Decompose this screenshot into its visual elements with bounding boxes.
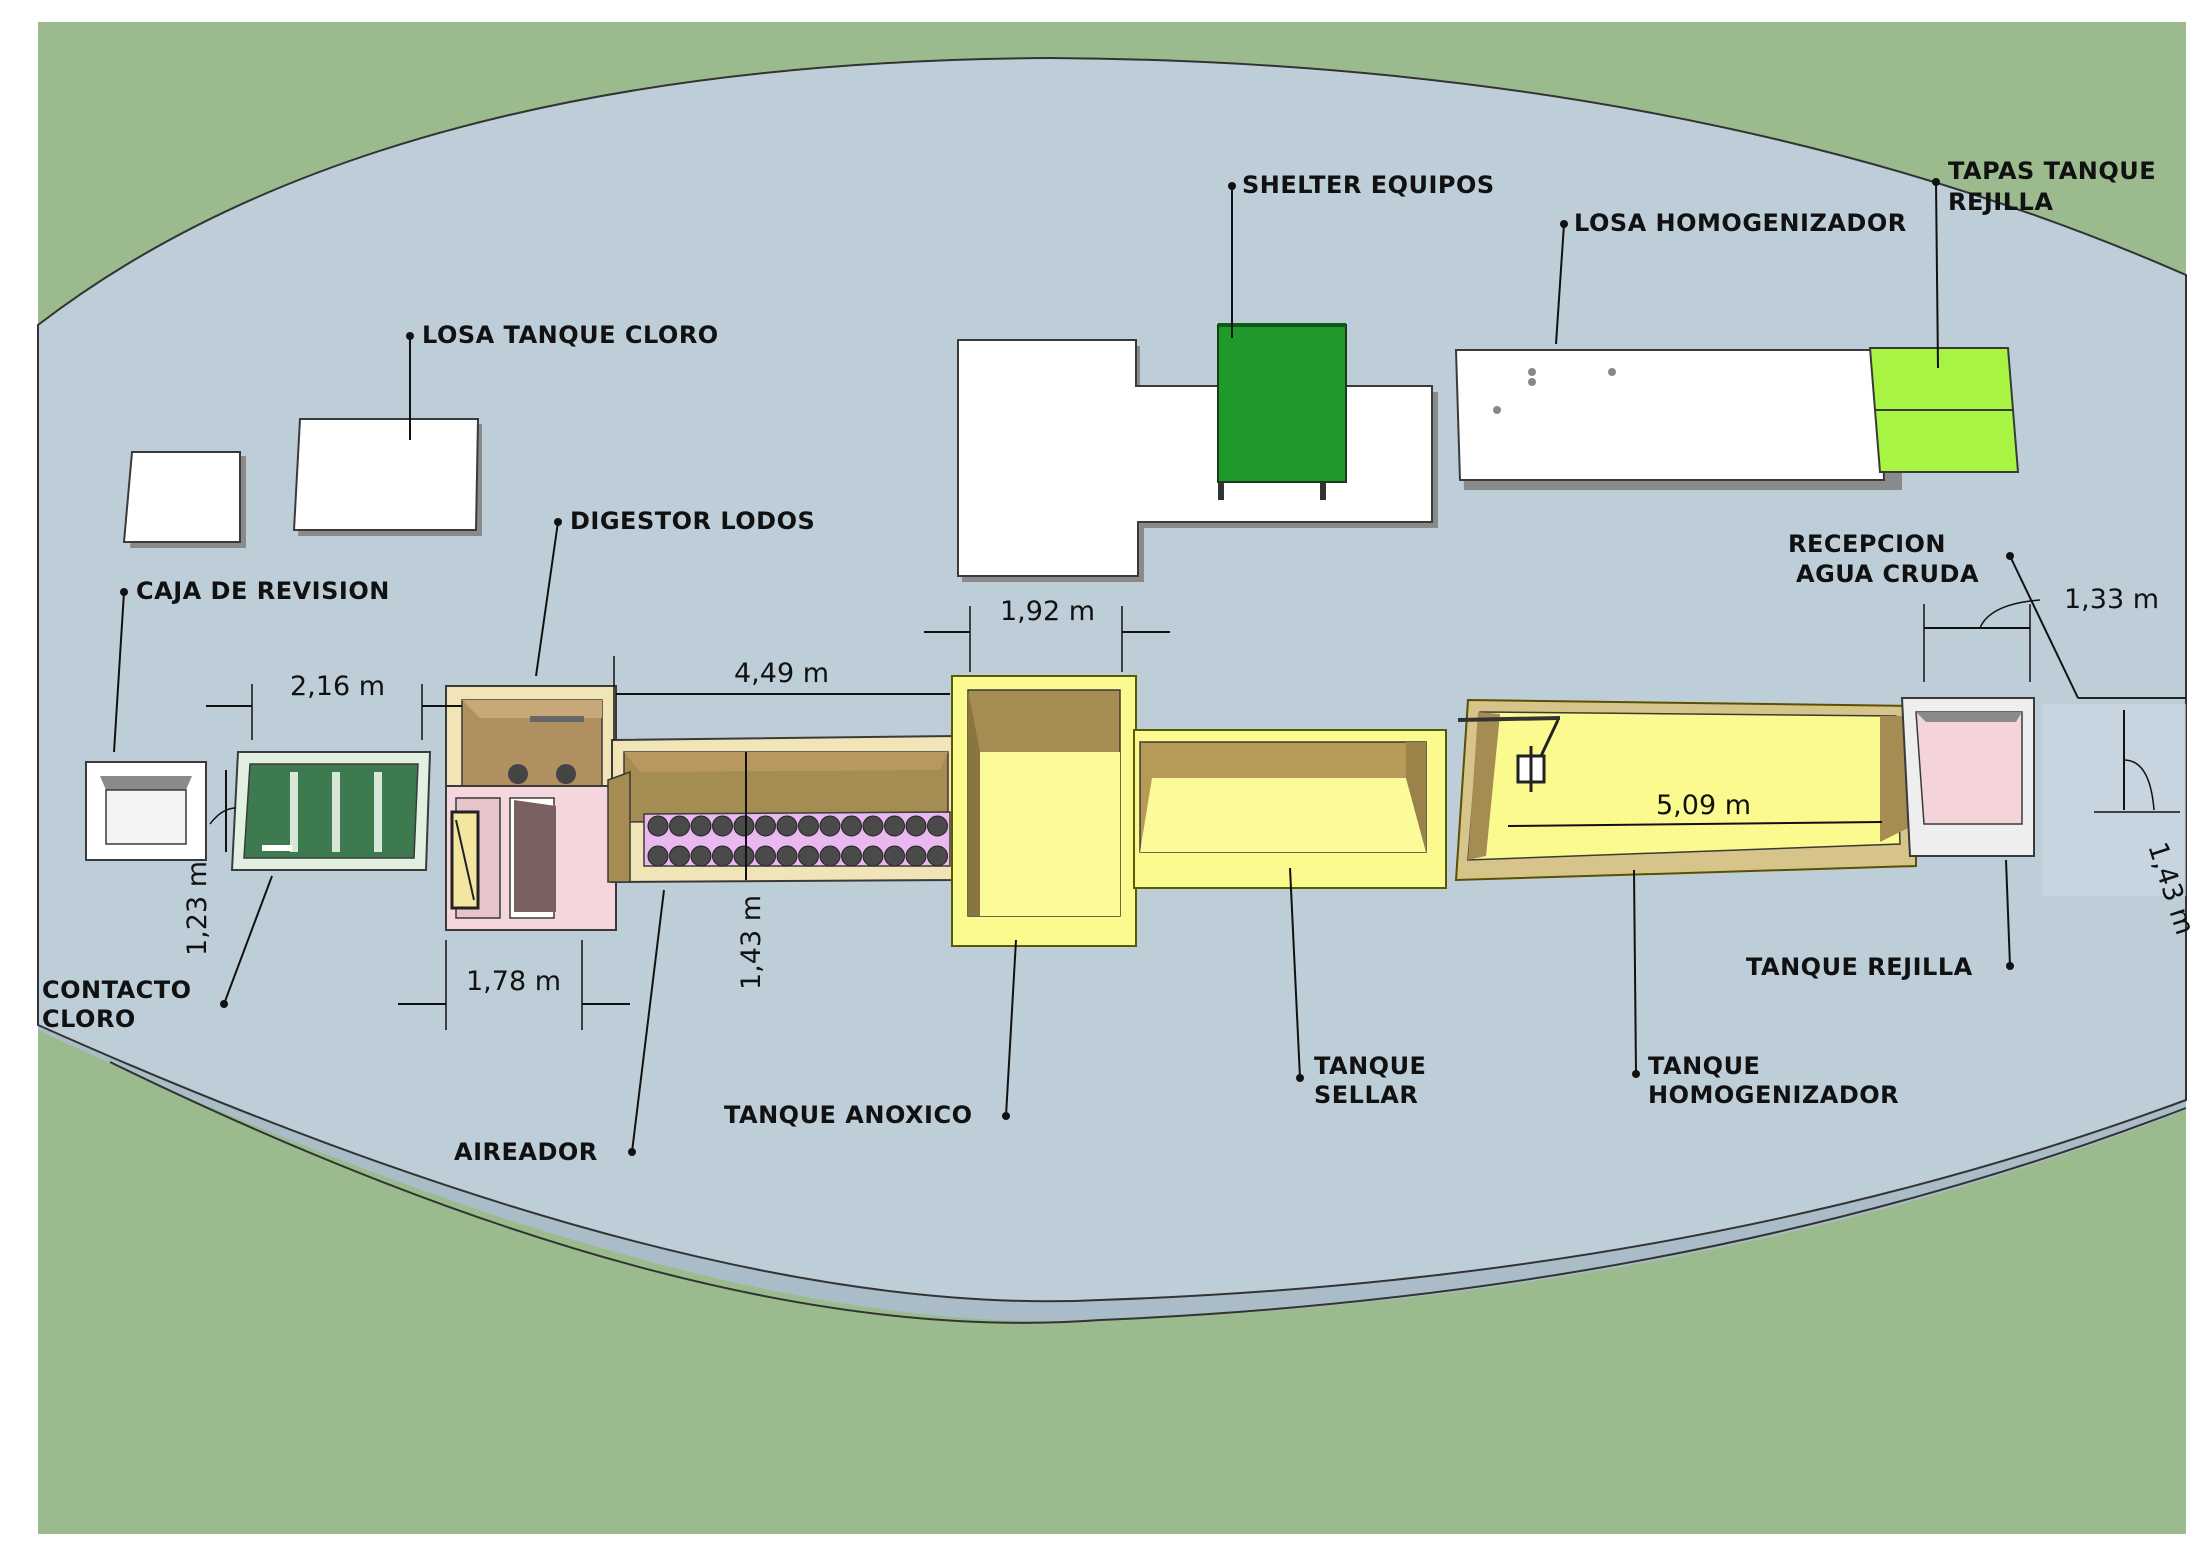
label-leaders [113,178,2079,1156]
diffuser-disc [669,845,690,867]
diffuser-disc [927,845,948,867]
diffuser-disc [841,845,862,867]
digestor-lodos-tank [445,685,617,931]
label-tanque-anoxico: TANQUE ANOXICO [724,1101,972,1129]
diffuser-disc [776,845,798,867]
diffuser-disc [884,845,905,867]
diffuser-disc [690,845,712,867]
label-recepcion-agua-cruda-line2: AGUA CRUDA [1796,560,1979,588]
diffuser-disc [927,815,948,837]
small-slab [122,451,246,548]
diffuser-disc [712,845,733,867]
label-tanque-rejilla: TANQUE REJILLA [1746,953,1973,981]
diffuser-disc [733,845,755,867]
diffuser-disc [819,815,841,837]
diffuser-disc [647,815,669,837]
label-contacto-cloro-line2: CLORO [42,1005,136,1033]
platform-lower-edge [109,1061,2187,1324]
diffuser-disc [819,845,841,867]
dim-anoxico-length: 1,92 m [1000,596,1095,627]
diffuser-disc [712,815,733,837]
dim-aireador-width: 1,43 m [736,895,767,990]
tanque-sellar-tank [1133,729,1447,889]
label-aireador: AIREADOR [454,1138,598,1166]
aireador-tank [607,734,957,884]
diffuser-disc [862,815,884,837]
label-contacto-cloro-line1: CONTACTO [42,976,192,1004]
diffuser-disc [647,845,669,867]
diffuser-disc [905,845,927,867]
label-caja-de-revision: CAJA DE REVISION [136,577,390,605]
diffuser-disc [669,815,690,837]
inlet-pipe [2042,704,2186,896]
shelter-equipos [1217,323,1347,500]
tanque-homogenizador-tank [1454,698,1917,882]
caja-de-revision-box [85,761,207,861]
label-tanque-homogenizador-line1: TANQUE [1648,1052,1760,1080]
label-shelter-equipos: SHELTER EQUIPOS [1242,171,1495,199]
diffuser-disc [755,815,776,837]
label-tanque-sellar-line1: TANQUE [1314,1052,1426,1080]
diffuser-disc [690,815,712,837]
tanque-rejilla-tank [1900,697,2186,896]
diffuser-disc [841,815,862,837]
label-digestor-lodos: DIGESTOR LODOS [570,507,815,535]
dimension-lines [206,599,2180,1030]
dim-contacto-cloro-length: 2,16 m [290,671,385,702]
diffuser-disc [905,815,927,837]
label-tanque-homogenizador-line2: HOMOGENIZADOR [1648,1081,1899,1109]
diffuser-disc [798,845,819,867]
dim-digestor-width: 1,78 m [466,966,561,997]
label-losa-homogenizador: LOSA HOMOGENIZADOR [1574,209,1907,237]
dim-contacto-cloro-width: 1,23 m [182,861,213,956]
label-tapas-tanque-rejilla-line1: TAPAS TANQUE [1948,157,2156,185]
dim-aireador-length: 4,49 m [734,658,829,689]
dim-homogenizador-length: 5,09 m [1656,790,1751,821]
diffuser-disc [862,845,884,867]
losa-homogenizador-slab [1454,349,1902,490]
diffuser-disc [733,815,755,837]
diffuser-array [647,815,948,867]
label-recepcion-agua-cruda-line1: RECEPCION [1788,530,1946,558]
losa-tanque-cloro-slab [292,418,482,536]
tapas-tanque-rejilla-covers [1868,347,2020,473]
diffuser-disc [776,815,798,837]
label-tapas-tanque-rejilla-line2: REJILLA [1948,188,2053,216]
contacto-cloro-tank [230,751,432,871]
label-tanque-sellar-line2: SELLAR [1314,1081,1418,1109]
label-losa-tanque-cloro: LOSA TANQUE CLORO [422,321,719,349]
diffuser-disc [884,815,905,837]
diffuser-disc [798,815,819,837]
tanque-anoxico-tank [951,675,1137,947]
diffuser-disc [755,845,776,867]
dim-rejilla-length: 1,33 m [2064,584,2159,615]
